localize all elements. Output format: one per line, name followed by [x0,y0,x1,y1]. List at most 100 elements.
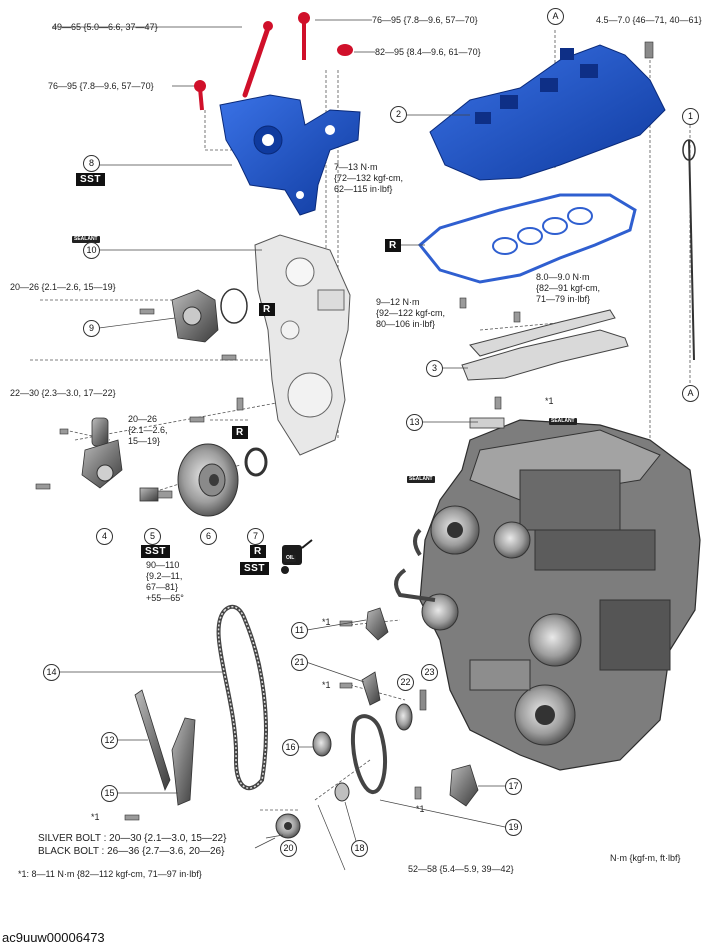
torque-spec-20-26: 20—26 {2.1—2.6, 15—19} [10,282,116,292]
torque-spec-9-12-line-1: 9—12 N·m [376,297,420,307]
callout-leaders [52,19,506,871]
chain-guide [134,689,171,792]
water-pump-o-ring [220,288,248,324]
callout-9: 9 [83,320,100,337]
callout-18: 18 [351,840,368,857]
timing-chain [216,604,268,791]
star1-marker-head: *1 [545,396,554,406]
timing-chain-cover [254,234,351,456]
replace-badge-o-ring: R [259,303,275,316]
torque-spec-8-9-line-2: {82—91 kgf-cm, [536,283,601,293]
torque-spec-49-65: 49—65 {5.0—6.6, 37—47} [52,22,158,32]
cylinder-head-cover [429,44,666,181]
torque-spec-52-58: 52—58 {5.4—5.9, 39—42} [408,864,514,874]
torque-spec-7-13-line-1: 7—13 N·m [334,162,378,172]
callout-7: 7 [247,528,264,545]
callout-15: 15 [101,785,118,802]
callout-11: 11 [291,622,308,639]
callout-23: 23 [421,664,438,681]
crankshaft-sprocket [275,813,301,839]
star1-marker-11: *1 [322,617,331,627]
callout-16: 16 [282,739,299,756]
torque-spec-7-13-line-2: {72—132 kgf-cm, [334,173,404,183]
sealant-tag-engine-right: SEALANT [549,418,577,425]
dowel-pin [419,689,427,711]
footnote: *1: 8—11 N·m {82—112 kgf-cm, 71—97 in·lb… [18,869,202,879]
harness-bracket [461,309,629,381]
star1-marker-17: *1 [416,804,425,814]
callout-10: 10 [83,242,100,259]
sealant-tag-engine-left: SEALANT [407,476,435,483]
sst-badge-bracket: SST [76,173,105,186]
crankshaft-pulley-lock-bolt [139,487,173,502]
oil-pump-chain-guide [361,671,381,706]
sealant-tag-cover: SEALANT [72,236,100,243]
oil-pump-sprocket [312,731,332,757]
silver-bolt-note: SILVER BOLT : 20—30 {2.1—3.0, 15—22} [38,833,227,844]
callout-19: 19 [505,819,522,836]
torque-spec-20-26-small: 20—26 {2.1—2.6, 15—19} [128,414,168,447]
star1-marker-21: *1 [322,680,331,690]
callout-4: 4 [96,528,113,545]
torque-spec-9-12: 9—12 N·m {92—122 kgf-cm, 80—106 in·lbf} [376,297,445,330]
rear-oil-seal [395,703,413,731]
torque-spec-22-30: 22—30 {2.3—3.0, 17—22} [10,388,116,398]
torque-spec-8-9-line-1: 8.0—9.0 N·m [536,272,590,282]
callout-8: 8 [83,155,100,172]
engine-assembly [394,419,701,771]
callout-1: 1 [682,108,699,125]
dipstick [682,139,696,361]
engine-hanger [469,417,505,429]
units-legend: N·m {kgf-m, ft·lbf} [610,853,681,863]
callout-21: 21 [291,654,308,671]
oil-pump-chain [350,714,388,794]
callout-22: 22 [397,674,414,691]
callout-13: 13 [406,414,423,431]
torque-spec-90-110-line-4: +55—65° [146,593,184,603]
callout-17: 17 [505,778,522,795]
torque-spec-90-110-line-2: {9.2—11, [146,571,183,581]
callout-6: 6 [200,528,217,545]
torque-spec-90-110-line-1: 90—110 [146,560,180,570]
torque-spec-20-26-small-line-3: 15—19} [128,436,161,446]
torque-spec-8-9: 8.0—9.0 N·m {82—91 kgf-cm, 71—79 in·lbf} [536,272,600,305]
callout-14: 14 [43,664,60,681]
tensioner-arm [171,717,196,806]
oil-label: OIL [284,555,297,562]
washer [334,782,350,802]
torque-spec-20-26-small-line-2: {2.1—2.6, [128,425,168,435]
callout-5: 5 [144,528,161,545]
engine-mount-bracket [219,94,361,216]
marker-a-top: A [547,8,564,25]
sst-badge-pulley-bolt: SST [141,545,170,558]
torque-spec-7-13-line-3: 62—115 in·lbf} [334,184,393,194]
torque-spec-4-5-7: 4.5—7.0 {46—71, 40—61} [596,15,702,25]
front-oil-seal [244,447,268,477]
black-bolt-note: BLACK BOLT : 26—36 {2.7—3.6, 20—26} [38,846,225,857]
callout-20: 20 [280,840,297,857]
figure-id: ac9uuw00006473 [2,930,105,945]
torque-spec-9-12-line-2: {92—122 kgf-cm, [376,308,446,318]
water-pump [171,289,219,343]
replace-badge-seal: R [250,545,266,558]
torque-spec-76-95-left: 76—95 {7.8—9.6, 57—70} [48,81,154,91]
crankshaft-pulley [177,443,239,517]
gasket-ports [492,207,593,255]
replace-badge-gasket: R [385,239,401,252]
torque-spec-20-26-small-line-1: 20—26 [128,414,158,424]
small-bolts [35,297,521,821]
callout-12: 12 [101,732,118,749]
oil-filler-bolt [644,41,654,59]
torque-spec-8-9-line-3: 71—79 in·lbf} [536,294,591,304]
torque-spec-9-12-line-3: 80—106 in·lbf} [376,319,436,329]
torque-spec-90-110-line-3: 67—81} [146,582,179,592]
red-bolts [194,12,353,111]
drive-belt-auto-tensioner [81,417,123,489]
cylinder-head-cover-gasket [417,193,637,284]
torque-spec-82-95: 82—95 {8.4—9.6, 61—70} [375,47,481,57]
star1-marker-15: *1 [91,812,100,822]
oil-pump-chain-tensioner [449,764,479,807]
replace-badge-cover: R [232,426,248,439]
